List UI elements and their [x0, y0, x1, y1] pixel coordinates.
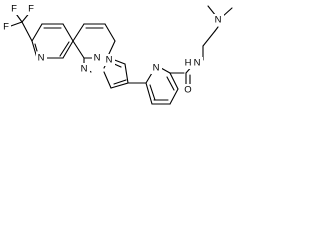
atom-o-carbonyl: O: [184, 85, 191, 96]
atom-f3: F: [28, 4, 34, 15]
atom-f2: F: [3, 22, 9, 33]
bond-pz-c5-c4: [110, 82, 129, 89]
chemical-structure-diagram: F F F N N N N N N H O N: [2, 4, 233, 105]
bond-py-c5-c4: [169, 88, 179, 105]
bond-py-n-c6: [160, 67, 171, 74]
bond-py-c3-c2: [145, 82, 153, 105]
atom-n-dimethylamino: N: [215, 15, 222, 26]
bond-c8-c8a: [72, 40, 85, 59]
bond-py-c6-c5-double: [166, 76, 175, 91]
atom-h-amide: H: [185, 58, 192, 69]
bond-c7-n8: [107, 40, 116, 57]
bond-pz-c4-c3: [124, 63, 129, 84]
bond-pz-c5-c4-double: [113, 79, 127, 85]
bond-c4a-c8a: [62, 40, 74, 59]
atom-labels: F F F N N N N N N H O N: [2, 4, 224, 96]
bond-c4a-c5: [72, 23, 85, 42]
atom-n-naphthyridine-1: N: [38, 53, 45, 64]
bond-ch2-ch2: [202, 30, 216, 47]
bond-n1-c2-double: [34, 43, 38, 52]
bond-c6-c7: [104, 23, 116, 42]
bond-c4-c4a: [62, 23, 74, 42]
bond-cf3-ring: [21, 21, 33, 42]
atom-n-pyrazole-2: N: [106, 55, 113, 66]
atom-n-pyridine: N: [153, 63, 160, 74]
bond-py-c2-c3-double: [149, 84, 156, 101]
bond-c2-c3: [31, 23, 43, 42]
atom-n-amide: N: [194, 58, 201, 69]
bond-ch2-nme2: [214, 26, 219, 32]
atom-n-naphthyridine-5: N: [94, 53, 101, 64]
atom-f1: F: [11, 4, 17, 15]
bond-py-c6-c5: [169, 72, 179, 90]
bond-py-c2-n: [145, 72, 153, 84]
bond-c4a-c8a-double: [59, 41, 70, 57]
bond-pz-n1-c5: [103, 71, 112, 89]
atom-n-pyrazole-1: N: [81, 64, 88, 75]
